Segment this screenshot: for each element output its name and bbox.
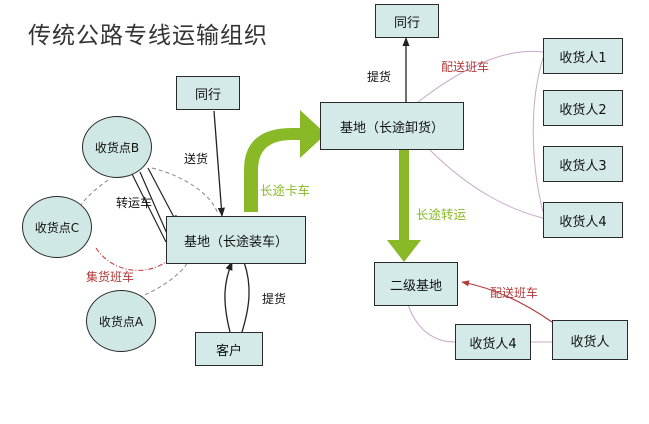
node-point-c: 收货点C (22, 196, 92, 258)
long-haul-transfer-arrow (387, 150, 421, 262)
node-point-a: 收货点A (86, 290, 156, 352)
fan-line-4 (429, 149, 544, 219)
label-delivery-shuttle-top: 配送班车 (441, 60, 490, 74)
long-haul-truck-arrow (244, 110, 326, 212)
node-tonghang-left: 同行 (176, 76, 240, 110)
node-base-loading: 基地（长途装车） (166, 216, 306, 264)
label-pickup-top: 提货 (367, 70, 392, 84)
label-long-haul-truck: 长途卡车 (260, 183, 311, 198)
node-receiver-bottom-right: 收货人 (552, 320, 628, 360)
transfer-line-3 (130, 171, 167, 243)
transfer-line-2 (147, 167, 178, 224)
delivery-shuttle-bottom-arrow (461, 280, 553, 323)
label-delivery-shuttle-bottom: 配送班车 (490, 286, 539, 300)
transfer-line-1 (139, 171, 169, 237)
pickup-arrow-up (224, 261, 233, 333)
node-tonghang-top: 同行 (375, 4, 439, 38)
fan-line-1 (417, 50, 544, 103)
node-receiver-1: 收货人1 (543, 38, 623, 74)
collect-dash-bc (79, 179, 109, 207)
label-collect-shuttle: 集货班车 (86, 270, 135, 284)
node-receiver-3: 收货人3 (543, 146, 623, 182)
collect-dash-c (95, 247, 167, 271)
node-customer: 客户 (195, 332, 263, 366)
node-point-b: 收货点B (82, 116, 152, 178)
label-transfer-truck: 转运车 (116, 196, 153, 210)
send-goods-arrow (213, 110, 226, 217)
collect-dash-b (151, 167, 219, 215)
node-receiver-2: 收货人2 (543, 90, 623, 126)
node-receiver-4: 收货人4 (543, 202, 623, 238)
label-pickup-left: 提货 (262, 292, 287, 306)
node-base-unloading: 基地（长途卸货） (320, 102, 464, 150)
label-send-goods: 送货 (184, 152, 209, 166)
label-long-haul-transfer: 长途转运 (416, 207, 467, 222)
node-receiver-4-bottom: 收货人4 (455, 324, 531, 360)
node-secondary-base: 二级基地 (374, 262, 458, 306)
diagram-title: 传统公路专线运输组织 (28, 23, 268, 49)
pickup-arrow-down (241, 261, 250, 333)
fan-line-1b (532, 57, 544, 213)
